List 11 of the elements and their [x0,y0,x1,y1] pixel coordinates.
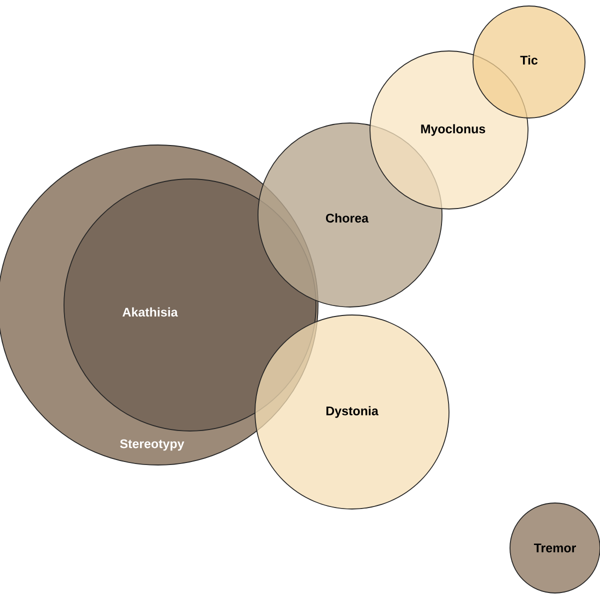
venn-circle [510,502,600,594]
venn-circle [472,6,586,118]
circle-label: Tic [520,55,538,65]
venn-circle [254,314,450,510]
circle-label: Chorea [326,213,369,223]
circle-label: Dystonia [326,406,378,418]
circle-label: Akathisia [122,307,178,317]
circle-label: Tremor [534,544,576,552]
circle-label: Stereotypy [120,439,184,451]
circle-label: Myoclonus [421,124,486,136]
venn-circle [64,178,316,432]
